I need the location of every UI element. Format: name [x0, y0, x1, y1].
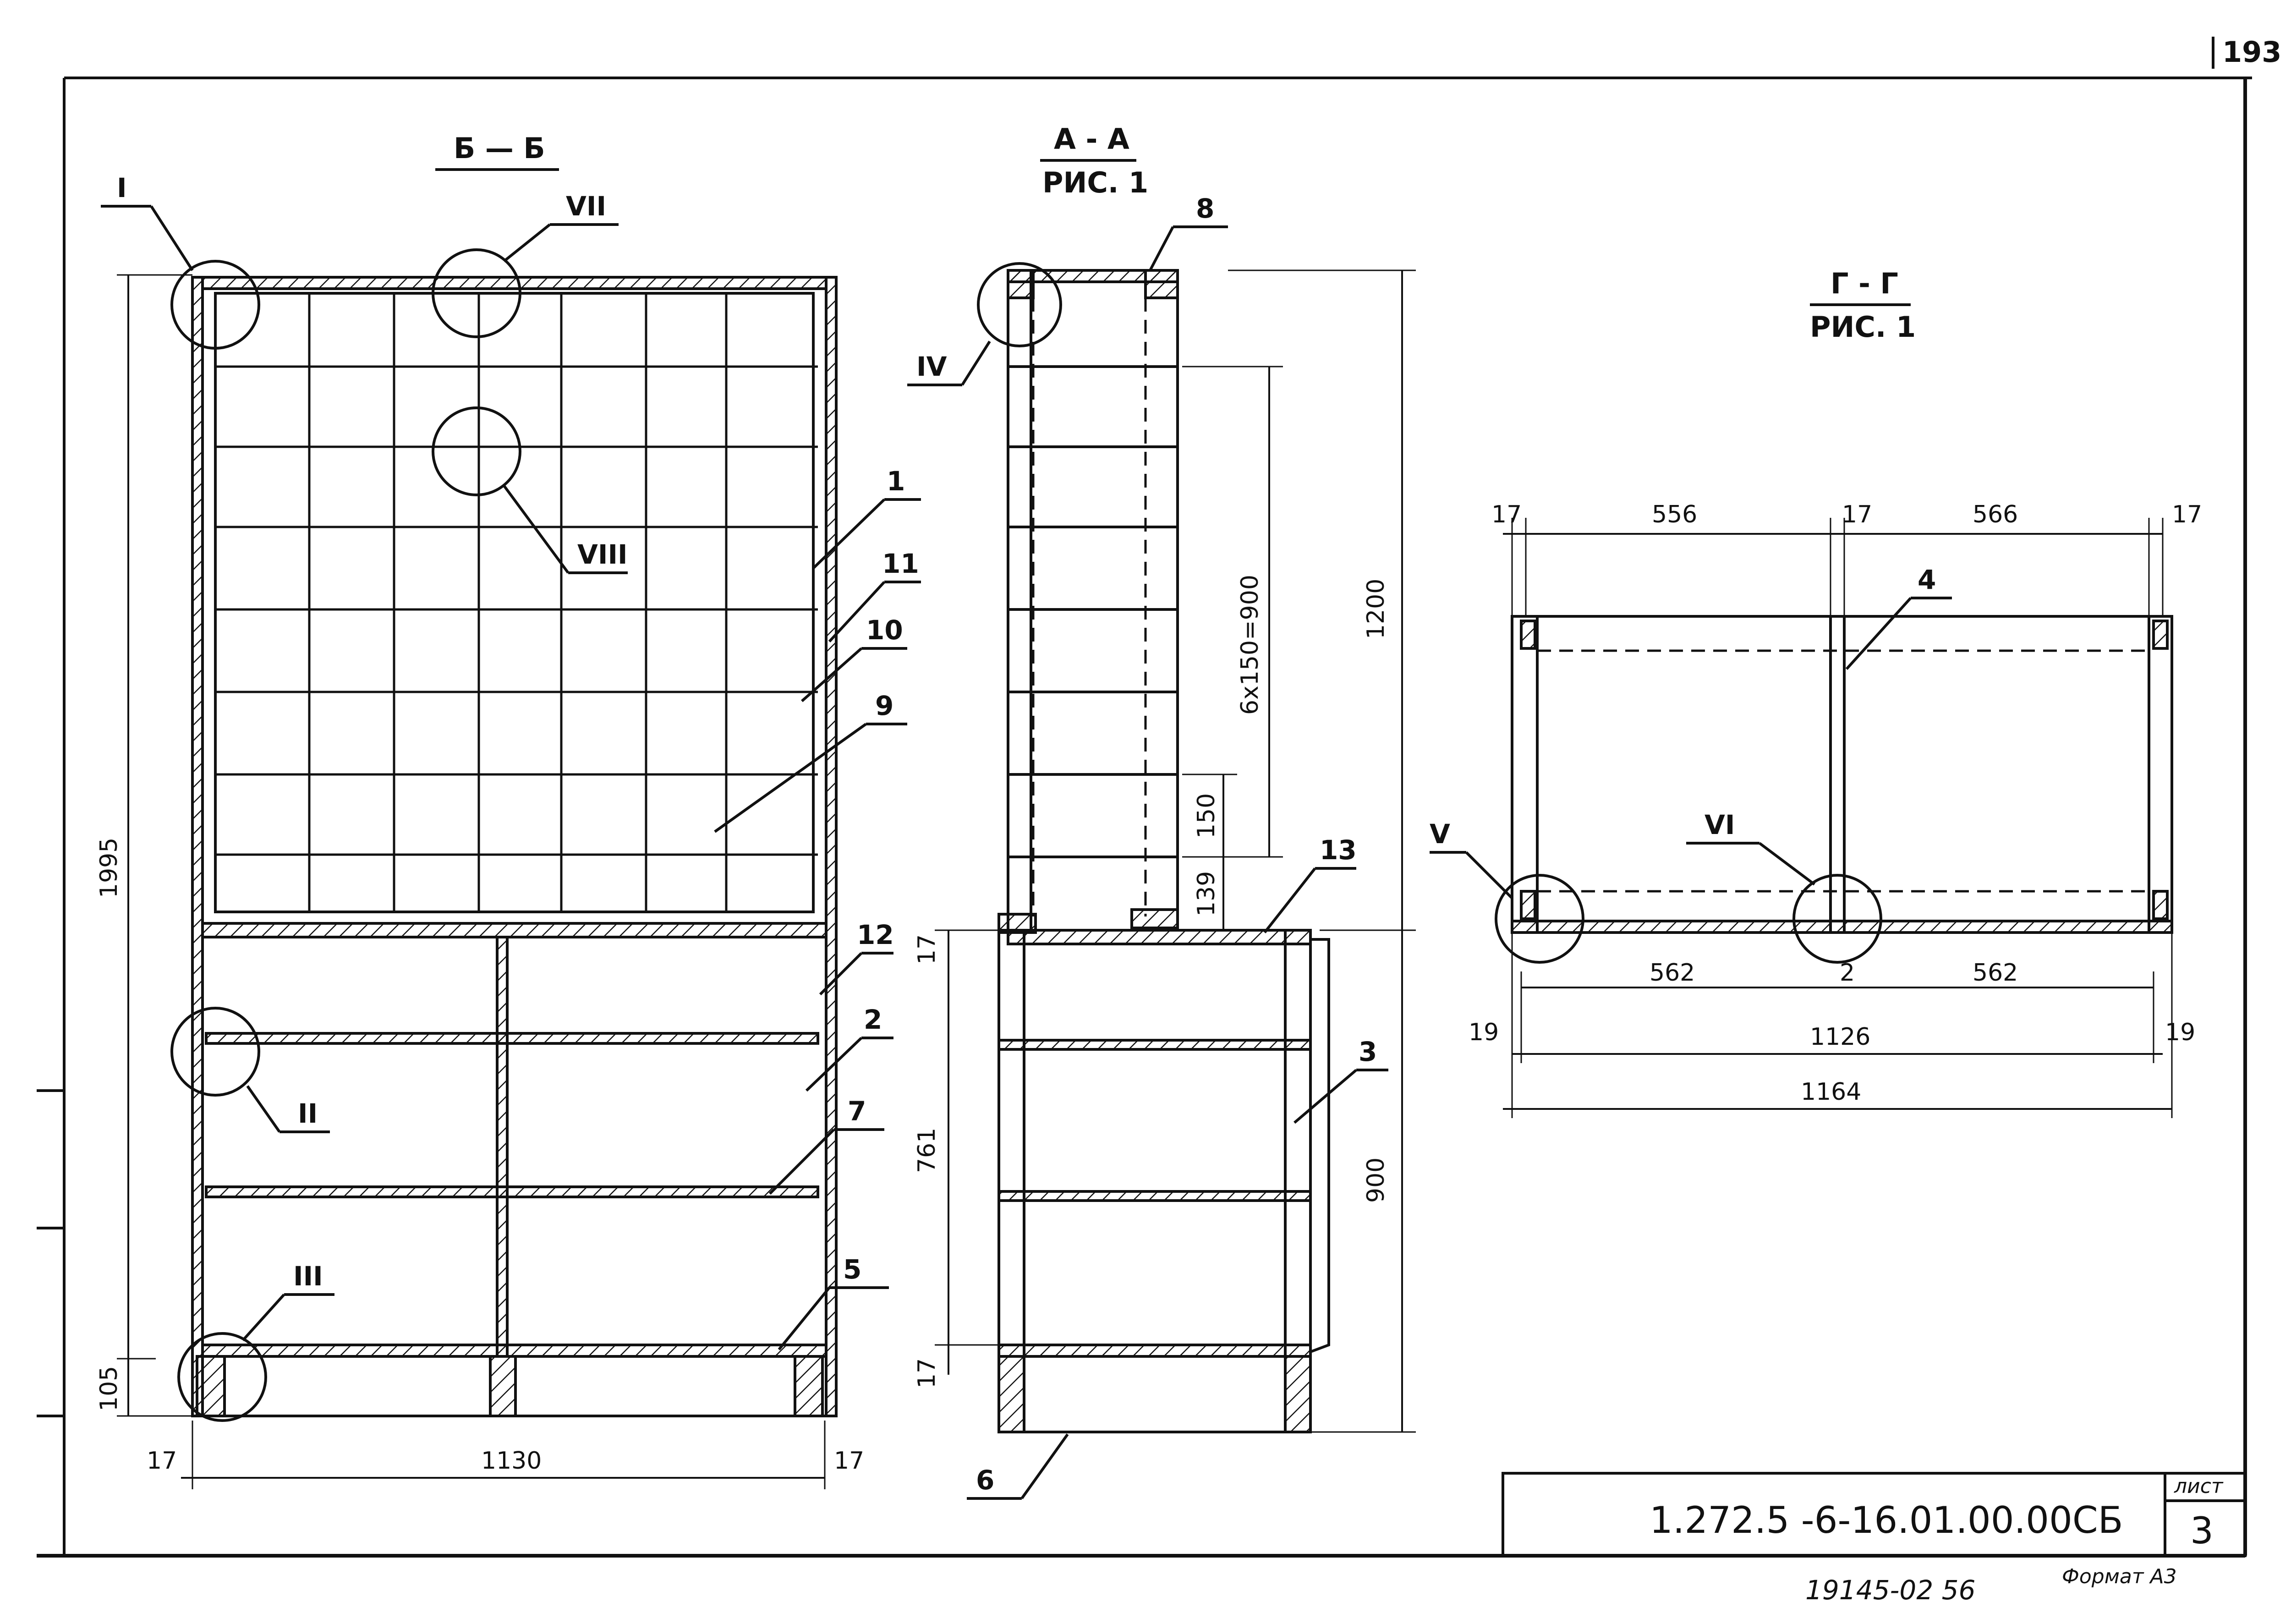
callout-vi: VI [1705, 809, 1735, 840]
dim-t3: 17 [2172, 501, 2202, 528]
dim-spacing: 6х150=900 [1236, 575, 1264, 715]
format-label: Формат А3 [2062, 1565, 2177, 1588]
callout-ii: II [298, 1098, 318, 1129]
callout-v: V [1430, 818, 1450, 850]
view-aa-title: А - А [1054, 122, 1129, 156]
dim-bottom-17: 17 [913, 1358, 941, 1388]
dim-b3: 562 [1973, 959, 2018, 987]
dim-t2: 17 [1842, 501, 1872, 528]
dim-gap-150: 150 [1193, 793, 1220, 839]
sheet-label: лист [2174, 1475, 2224, 1498]
part-9: 9 [875, 690, 893, 721]
dim-width-1130: 1130 [481, 1447, 542, 1475]
dim-lower-761: 761 [913, 1128, 941, 1173]
inventory-number: 19145-02 56 [1805, 1575, 1975, 1606]
sheet-frame [37, 37, 2252, 1558]
callout-vii: VII [566, 191, 606, 222]
callout-i: I [117, 172, 127, 203]
dim-t1: 17 [1491, 501, 1522, 528]
part-2: 2 [864, 1004, 882, 1035]
dim-height-1995: 1995 [95, 838, 123, 898]
page-number: 193 [2222, 35, 2281, 69]
dim-base-105: 105 [95, 1366, 123, 1411]
document-code: 1.272.5 -6-16.01.00.00СБ [1650, 1499, 2123, 1542]
view-gg-title: Г - Г [1831, 267, 1898, 300]
callout-iii: III [293, 1261, 323, 1292]
part-13: 13 [1320, 834, 1357, 866]
dim-right-17: 17 [834, 1447, 864, 1475]
part-4: 4 [1918, 564, 1936, 595]
part-1: 1 [887, 466, 905, 497]
callout-iv: IV [916, 351, 947, 382]
dim-e1: 19 [1469, 1019, 1499, 1046]
view-bb-title: Б — Б [454, 132, 545, 165]
dim-b1: 562 [1650, 959, 1695, 987]
part-6: 6 [976, 1465, 994, 1496]
part-7: 7 [848, 1096, 866, 1127]
dim-top-17: 17 [913, 934, 941, 965]
view-gg-subtitle: РИС. 1 [1810, 310, 1916, 344]
part-12: 12 [857, 919, 894, 950]
view-aa-subtitle: РИС. 1 [1042, 166, 1148, 199]
part-8: 8 [1196, 193, 1214, 224]
part-3: 3 [1359, 1036, 1377, 1067]
view-bb: Б — Б [95, 132, 921, 1489]
dim-w2: 566 [1973, 501, 2018, 528]
title-block [1502, 1472, 2247, 1557]
dim-outer: 1164 [1801, 1078, 1861, 1106]
callout-viii: VIII [577, 539, 628, 570]
view-gg: Г - Г РИС. 1 V VI 4 [1430, 267, 2202, 1118]
dim-inner: 1126 [1810, 1023, 1870, 1051]
dim-b2: 2 [1840, 959, 1855, 987]
part-10: 10 [866, 614, 903, 646]
dim-w1: 556 [1652, 501, 1697, 528]
sheet-number: 3 [2190, 1509, 2214, 1552]
part-5: 5 [843, 1254, 861, 1285]
view-aa: А - А РИС. 1 [907, 122, 1416, 1500]
dim-cabinet-900: 900 [1362, 1158, 1390, 1203]
dim-left-17: 17 [147, 1447, 177, 1475]
dim-e2: 19 [2165, 1019, 2195, 1046]
dim-total-1200: 1200 [1362, 579, 1390, 639]
dim-gap-139: 139 [1193, 871, 1220, 916]
part-11: 11 [882, 548, 919, 579]
